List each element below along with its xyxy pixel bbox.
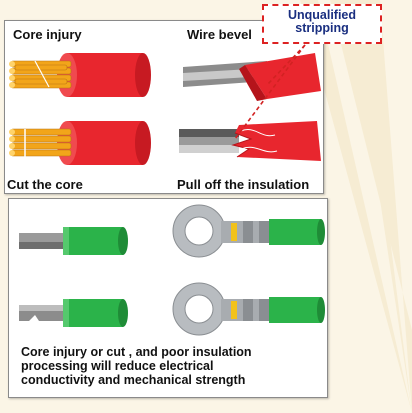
ring-terminal-icon — [172, 204, 325, 258]
torn-insulation-icon — [179, 121, 321, 161]
callout-pointer-lines — [234, 44, 306, 140]
bottom-panel: Core injury or cut , and poor insulation… — [8, 198, 328, 398]
cut-core-wire-icon — [9, 121, 151, 165]
unqualified-stripping-callout: Unqualified stripping — [262, 4, 382, 44]
core-injury-wire-icon — [9, 53, 151, 97]
top-panel-illustrations — [9, 44, 321, 165]
wire-bevel-label: Wire bevel — [187, 27, 252, 42]
bottom-panel-illustrations — [19, 204, 325, 336]
core-injury-label: Core injury — [13, 27, 82, 42]
callout-text: Unqualified stripping — [287, 8, 357, 35]
wire-bevel-icon — [183, 53, 321, 101]
ring-terminal-icon — [172, 282, 325, 336]
caption-text: Core injury or cut , and poor insulation… — [21, 345, 252, 387]
pull-off-insulation-label: Pull off the insulation — [177, 177, 310, 192]
notched-wire-icon — [19, 299, 128, 327]
top-panel: Core injury Wire bevel Cut the core Pull… — [4, 20, 324, 194]
stripped-wire-icon — [19, 227, 128, 255]
cut-the-core-label: Cut the core — [7, 177, 83, 192]
